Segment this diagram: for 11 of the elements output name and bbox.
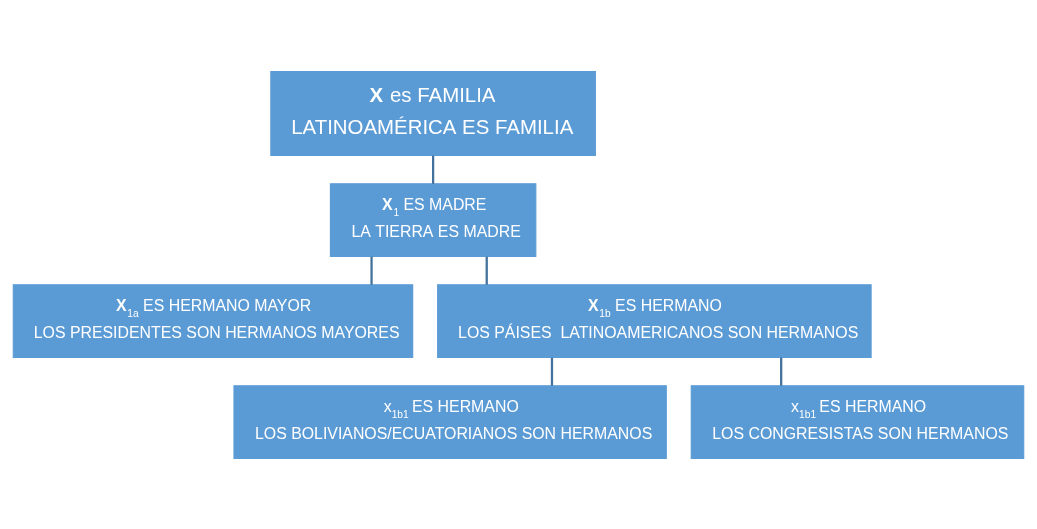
node-box: X$_{1a}$ ES HERMANO MAYOR LOS PRESIDENTES SON HERMANOS MAYORES — [12, 283, 414, 358]
connector — [485, 256, 488, 285]
connector — [550, 357, 554, 386]
node-box: X$_{1b}$ ES HERMANO LOS PÁISES LATINOAMERICANOS SON HERMANOS — [437, 283, 872, 358]
connector — [370, 256, 373, 285]
node-box: x$_{1b1}$ ES HERMANO LOS CONGRESISTAS SON HERMANOS — [690, 384, 1025, 459]
node-box: X es FAMILIA LATINOAMÉRICA ES FAMILIA — [270, 70, 596, 156]
node-box: X$_{1}$ ES MADRE LA TIERRA ES MADRE — [329, 182, 537, 257]
connector — [432, 155, 435, 184]
connector — [780, 357, 783, 386]
node-box: x$_{1b1}$ ES HERMANO LOS BOLIVIANOS/ECUATORIANOS SON HERMANOS — [233, 384, 667, 459]
